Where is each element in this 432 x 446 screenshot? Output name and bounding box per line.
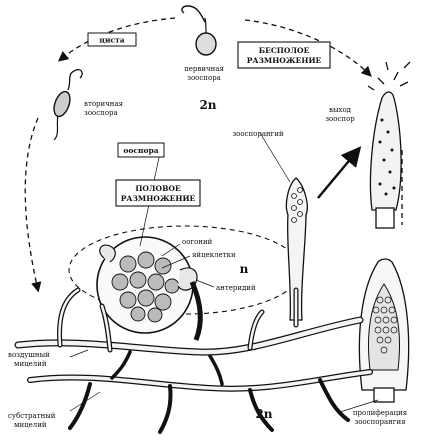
secondary-zoospore-label-line2: зооспора <box>84 109 118 117</box>
zoospore-release-drawing <box>367 61 411 229</box>
antheridium-label: антеридий <box>216 284 256 292</box>
secondary-zoospore-drawing <box>53 68 83 141</box>
arc-to-mycelium <box>24 117 42 293</box>
mycelium-hyphae <box>14 287 373 434</box>
sexual-label-line2: РАЗМНОЖЕНИЕ <box>121 194 196 203</box>
sexual-box <box>115 179 201 207</box>
release-label-line1: выход <box>329 106 352 114</box>
primary-zoospore-drawing <box>181 5 217 56</box>
primary-zoospore-label-line1: первичная <box>184 65 224 73</box>
cyst-box <box>87 32 137 47</box>
zoosporangium-drawing <box>285 177 308 321</box>
aerial-mycelium-label-line1: воздушный <box>8 351 50 359</box>
proliferation-label-line2: зооспорангия <box>354 418 406 426</box>
ploidy-n: n <box>240 262 249 276</box>
aerial-mycelium-label-line2: мицелий <box>14 360 47 368</box>
asexual-label-line1: БЕСПОЛОЕ <box>259 46 310 55</box>
arc-to-cyst <box>58 17 176 62</box>
oospore-label: ооспора <box>123 146 158 155</box>
arrow-to-release <box>317 146 362 199</box>
sexual-label-line1: ПОЛОВОЕ <box>135 184 181 193</box>
release-label-line2: зооспор <box>325 115 355 123</box>
asexual-box <box>237 41 331 69</box>
oospore-box <box>117 142 165 158</box>
ploidy-2n-top: 2n <box>199 98 216 112</box>
proliferation-label-line1: пролиферация <box>353 409 408 417</box>
oogonium-drawing <box>96 236 203 341</box>
oogonium-label: оогоний <box>182 238 213 246</box>
ploidy-2n-bottom: 2n <box>255 407 272 421</box>
zoosporangium-label: зооспорангий <box>232 130 284 138</box>
primary-zoospore-label-line2: зооспора <box>187 74 221 82</box>
proliferation-drawing <box>358 258 410 403</box>
substrate-mycelium-label-line1: субстратный <box>8 412 56 420</box>
secondary-zoospore-label-line1: вторичная <box>84 100 124 108</box>
egg-cells-label: яйцеклетки <box>192 251 236 259</box>
asexual-label-line2: РАЗМНОЖЕНИЕ <box>247 56 322 65</box>
cycle-arcs <box>24 17 403 293</box>
substrate-mycelium-label-line2: мицелий <box>14 421 47 429</box>
cyst-label: циста <box>99 36 124 45</box>
